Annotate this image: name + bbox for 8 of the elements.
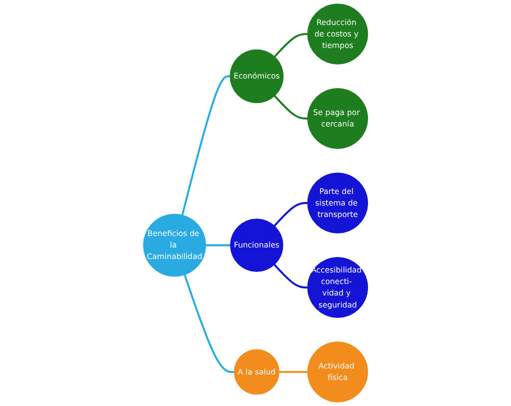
connector <box>279 371 308 373</box>
connector <box>181 75 230 216</box>
connector <box>274 202 308 226</box>
connector <box>206 244 230 246</box>
connector <box>184 274 234 373</box>
connector <box>274 95 308 120</box>
connector <box>274 264 308 288</box>
connector <box>274 33 308 58</box>
